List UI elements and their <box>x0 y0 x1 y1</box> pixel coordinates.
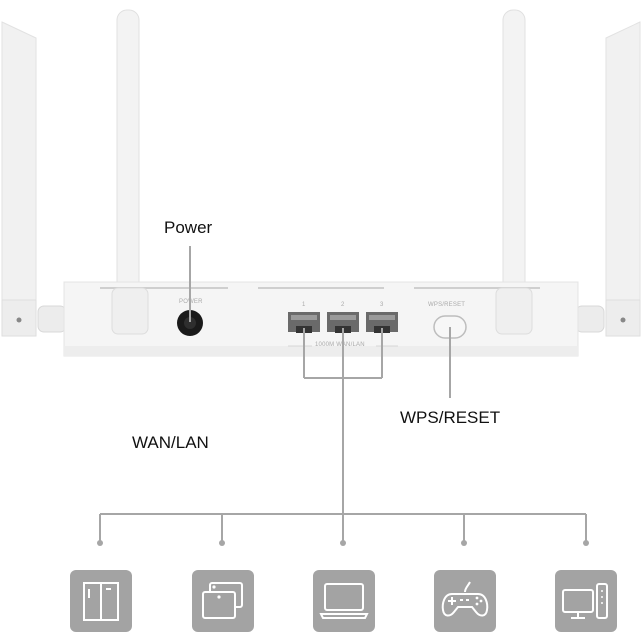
port-number-3: 3 <box>380 302 384 308</box>
wan-lan-label: WAN/LAN <box>132 433 209 452</box>
tablet-icon <box>202 582 243 619</box>
wps-reset-label: WPS/RESET <box>400 408 501 427</box>
wps-reset-panel-label: WPS/RESET <box>428 302 466 308</box>
antenna-outer-left <box>1 21 67 337</box>
port-number-2: 2 <box>341 302 345 308</box>
antenna-outer-right <box>575 21 641 337</box>
power-port-label: POWER <box>179 299 203 305</box>
connector-lines <box>99 246 587 542</box>
connector-dots <box>97 540 589 546</box>
desktop-icon <box>562 583 608 619</box>
device-game-console <box>434 570 496 632</box>
device-laptop <box>313 570 375 632</box>
device-smart-fridge <box>70 570 132 632</box>
router-body <box>63 281 579 357</box>
gamepad-icon <box>441 581 489 617</box>
device-desktop-pc <box>555 570 617 632</box>
port-number-1: 1 <box>302 302 306 308</box>
ports-caption: 1000M WAN/LAN <box>315 342 365 348</box>
laptop-icon <box>319 583 369 619</box>
fridge-icon <box>83 582 119 621</box>
power-label: Power <box>164 218 213 237</box>
device-tablet <box>192 570 254 632</box>
